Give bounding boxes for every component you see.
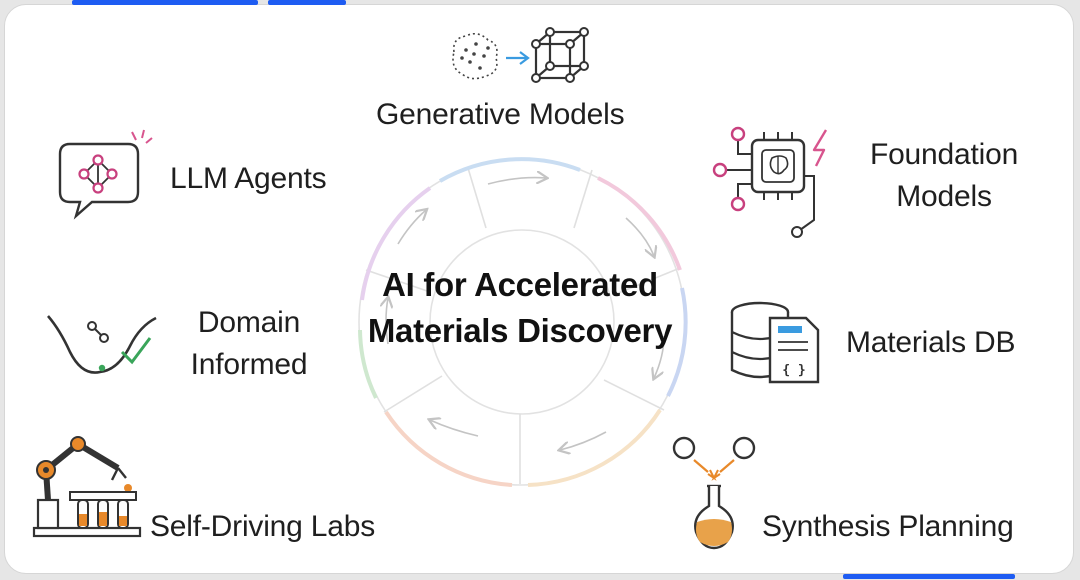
cycle-ring [358, 157, 688, 487]
database-document-icon: { } [730, 301, 820, 384]
accent-bar-left [72, 0, 258, 5]
title-line-2: Materials Discovery [367, 312, 673, 349]
label-domain-line-2: Informed [190, 348, 308, 381]
accent-bar-bottom [843, 574, 1015, 579]
label-domain-informed: Domain Informed [180, 302, 318, 386]
energy-landscape-checkmark-icon [47, 315, 157, 374]
diagram-title: AI for Accelerated Materials Discovery [330, 262, 710, 354]
reaction-flask-icon [672, 436, 756, 550]
label-foundation-line-2: Models [896, 180, 992, 213]
point-cloud-to-crystal-lattice-icon [452, 27, 589, 83]
label-materials-db: Materials DB [846, 326, 1016, 359]
chat-bubble-graph-icon [58, 129, 153, 220]
robot-arm-test-tubes-icon [32, 436, 142, 538]
label-self-driving-labs: Self-Driving Labs [150, 510, 376, 543]
label-domain-line-1: Domain [197, 306, 301, 339]
label-foundation-line-1: Foundation [869, 138, 1019, 171]
label-generative-models: Generative Models [376, 98, 625, 131]
diagram-card [4, 4, 1074, 574]
label-synthesis-planning: Synthesis Planning [762, 510, 1014, 543]
accent-bar-mid [268, 0, 346, 5]
label-foundation-models: Foundation Models [856, 134, 1032, 218]
svg-text:{ }: { } [782, 363, 805, 378]
brain-chip-icon [712, 126, 828, 238]
title-line-1: AI for Accelerated [382, 266, 658, 303]
label-llm-agents: LLM Agents [170, 162, 327, 195]
